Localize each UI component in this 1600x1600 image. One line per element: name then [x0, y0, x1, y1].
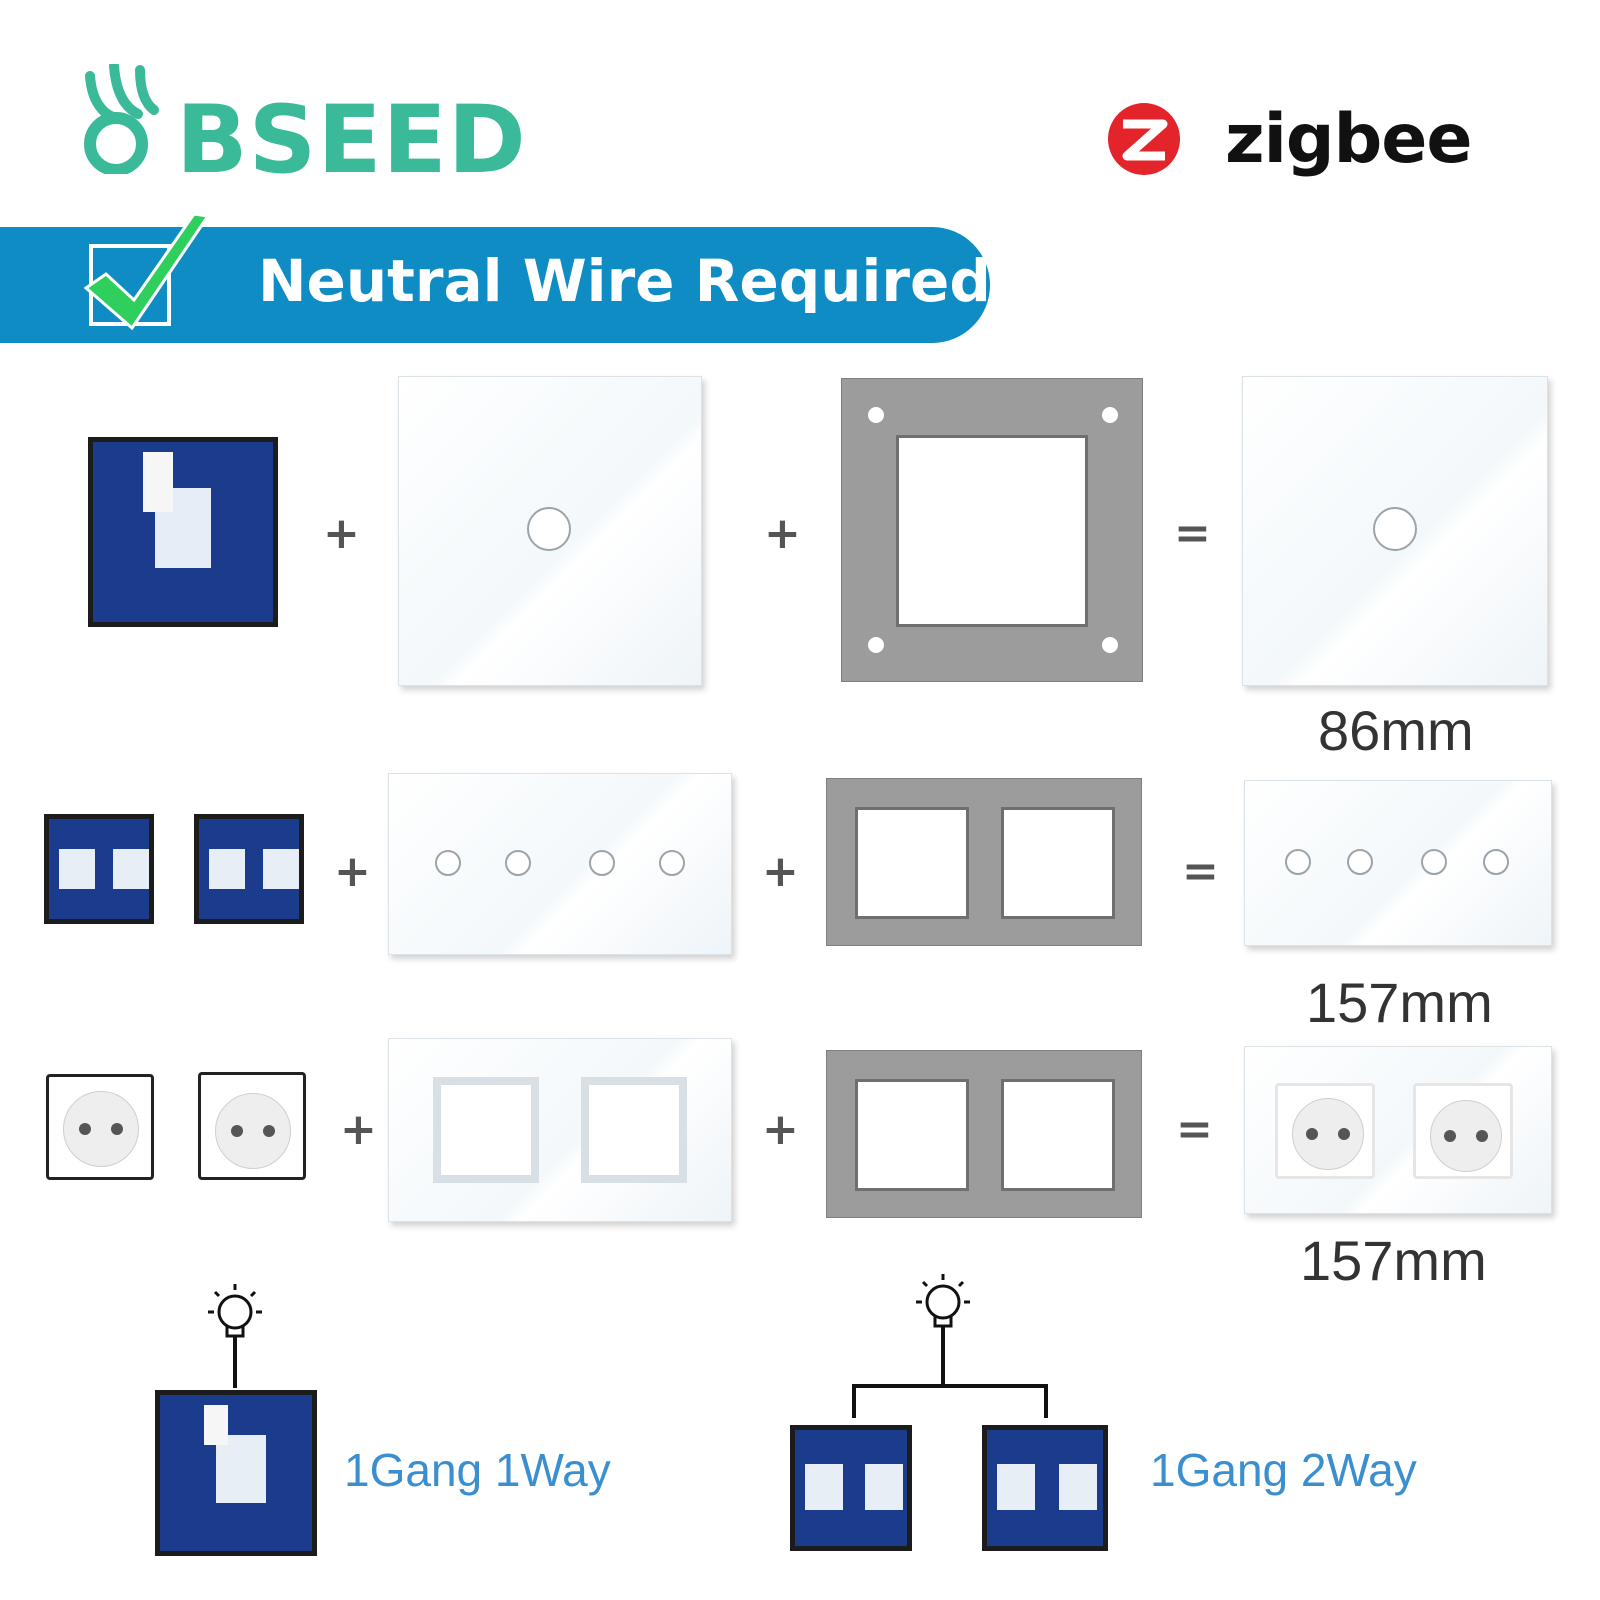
switch-module: [88, 437, 278, 627]
switch-module: [44, 814, 154, 924]
glass-panel-1gang: [398, 376, 702, 686]
mounting-frame-2gang: [826, 778, 1142, 946]
brand-logo-icon: [84, 64, 159, 174]
lightbulb-icon: [852, 1274, 1048, 1418]
touch-button: [527, 507, 571, 551]
wiring-caption-1way: 1Gang 1Way: [344, 1444, 611, 1496]
switch-module: [194, 814, 304, 924]
plus-sign: +: [762, 1104, 799, 1155]
lightbulb-icon: [208, 1284, 262, 1388]
equals-sign: =: [1182, 846, 1219, 897]
size-label: 157mm: [1306, 971, 1493, 1034]
banner-text: Neutral Wire Required: [258, 247, 991, 315]
brand-name: BSEED: [176, 86, 527, 195]
touch-button: [1373, 507, 1417, 551]
switch-module: [790, 1425, 912, 1551]
plus-sign: +: [340, 1104, 377, 1155]
mounting-frame-2gang: [826, 1050, 1142, 1218]
protocol-name: zigbee: [1225, 100, 1472, 179]
plus-sign: +: [762, 846, 799, 897]
size-label: 157mm: [1300, 1229, 1487, 1292]
mounting-frame-1gang: [841, 378, 1143, 682]
glass-panel-2gang: [388, 773, 732, 955]
size-label: 86mm: [1318, 699, 1474, 762]
wiring-caption-2way: 1Gang 2Way: [1150, 1444, 1417, 1496]
plus-sign: +: [764, 508, 801, 559]
switch-module: [155, 1390, 317, 1556]
equals-sign: =: [1176, 1104, 1213, 1155]
zigbee-logo-icon: [1108, 103, 1180, 175]
plus-sign: +: [334, 846, 371, 897]
equals-sign: =: [1174, 508, 1211, 559]
checkmark-icon: [83, 212, 211, 331]
switch-module: [982, 1425, 1108, 1551]
brand-logo: [80, 64, 480, 174]
glass-panel-socket: [388, 1038, 732, 1222]
plus-sign: +: [323, 508, 360, 559]
assembled-panel-2gang: [1244, 780, 1552, 946]
assembled-panel-1gang: [1242, 376, 1548, 686]
usb-socket-module: [198, 1072, 306, 1180]
socket-module: [46, 1074, 154, 1180]
assembled-socket-panel: [1244, 1046, 1552, 1214]
